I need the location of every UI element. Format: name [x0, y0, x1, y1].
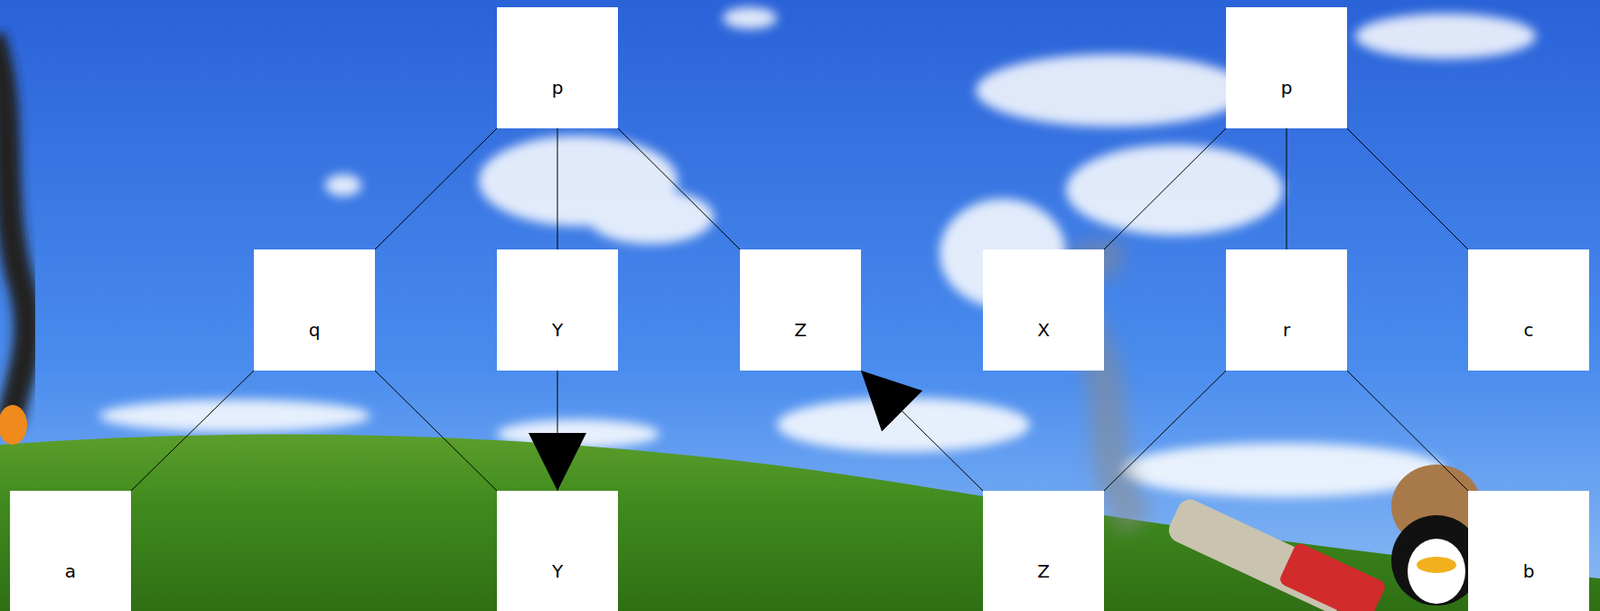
tree-connector	[374, 370, 497, 491]
tree-connector	[1347, 370, 1469, 491]
fire	[0, 404, 28, 445]
tree-connector	[130, 370, 254, 491]
node-label: r	[1225, 318, 1348, 341]
node-label: Y	[496, 318, 618, 341]
node-label: a	[9, 560, 131, 582]
node-label: c	[1468, 318, 1590, 341]
tree-node-box: p	[1225, 7, 1348, 129]
tree-node-box: Y	[496, 490, 618, 611]
tree-connector	[1104, 370, 1226, 491]
tree-node-box: Z	[739, 249, 861, 371]
node-label: Z	[739, 318, 861, 341]
tree-node-box: p	[496, 7, 618, 129]
node-label: p	[496, 76, 618, 99]
node-label: Y	[496, 560, 618, 582]
tree-connector	[617, 128, 740, 250]
tree-node-box: X	[982, 249, 1105, 371]
tree-connector	[860, 370, 983, 491]
tree-node-box: q	[253, 249, 375, 371]
node-label: q	[253, 318, 375, 341]
tree-connector	[374, 128, 497, 250]
tree-connector	[557, 128, 559, 250]
node-label: X	[982, 318, 1105, 341]
node-label: b	[1468, 560, 1590, 582]
black-smoke	[0, 36, 28, 425]
tree-node-box: Y	[496, 249, 618, 371]
tree-connector	[1104, 128, 1226, 250]
node-label: Z	[982, 560, 1105, 582]
tree-connector	[557, 370, 559, 491]
tree-node-box: c	[1468, 249, 1590, 371]
tree-node-box: a	[9, 490, 131, 611]
tree-connector	[1286, 128, 1288, 250]
tree-node-box: r	[1225, 249, 1348, 371]
battery-illustration	[1164, 495, 1387, 611]
tree-connector	[1347, 128, 1469, 250]
tree-node-box: Z	[982, 490, 1105, 611]
tree-node-box: b	[1468, 490, 1590, 611]
node-label: p	[1225, 76, 1348, 99]
clouds	[99, 7, 1536, 497]
